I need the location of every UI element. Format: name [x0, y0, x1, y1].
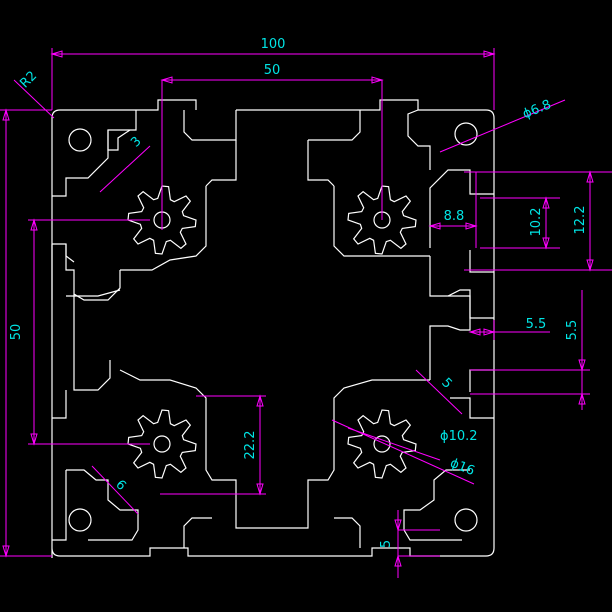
dim-text-100: 100 [261, 37, 286, 52]
dim-radius: R2 [13, 68, 55, 119]
dim-slot-right: 8.8 10.2 12.2 [428, 170, 612, 272]
dim-slot-spacing: 50 [160, 63, 384, 230]
splined-bore-br [347, 409, 417, 479]
dim-overall-height [0, 108, 52, 558]
dim-text-10.2: 10.2 [529, 208, 544, 237]
dim-web-vertical: 5.5 [470, 290, 590, 410]
corner-hole-top-right [454, 122, 478, 146]
dim-core-offset: 22.2 [160, 394, 266, 496]
left-wall [51, 244, 121, 541]
dim-web-horizontal: 5.5 [468, 317, 550, 340]
dim-text-8.8: 8.8 [444, 209, 465, 224]
dim-text-6: 6 [112, 477, 128, 493]
dim-text-12.2: 12.2 [573, 206, 588, 235]
dim-text-5.5-h: 5.5 [526, 317, 547, 332]
dim-text-3: 3 [128, 134, 144, 150]
bore-center-br [373, 435, 391, 453]
corner-hole-bottom-left [68, 508, 92, 532]
central-core [74, 140, 471, 529]
bottom-pocket-right [403, 469, 470, 541]
dim-text-50-top: 50 [264, 63, 281, 78]
dim-hole-dia: ϕ6.8 [439, 97, 566, 153]
dim-text-50-left: 50 [9, 324, 24, 341]
bore-center-bl [153, 435, 171, 453]
dim-text-phi16: ϕ16 [448, 456, 477, 479]
bottom-pocket-left [66, 469, 139, 541]
dim-text-5-angled: 5 [438, 375, 454, 391]
corner-hole-top-left [68, 128, 92, 152]
top-pocket-left [107, 129, 131, 151]
slot-walls-lower [183, 517, 361, 548]
splined-bore-tr [347, 185, 417, 255]
top-pocket-right [407, 109, 431, 170]
corner-hole-bottom-right [454, 508, 478, 532]
dim-text-22.2: 22.2 [243, 431, 258, 460]
dim-overall-width: 100 [50, 37, 496, 110]
dim-text-5-bottom: 5 [379, 540, 394, 548]
dim-text-r2: R2 [17, 68, 40, 91]
dim-left-50: 50 [9, 218, 150, 446]
dim-web-angled: 5 [415, 369, 463, 415]
dimension-layer: 100 50 R2 3 ϕ6.8 50 [0, 37, 612, 578]
dim-wall-6: 6 [91, 465, 139, 515]
dim-text-5.5-v: 5.5 [565, 320, 580, 341]
splined-bores [127, 185, 417, 479]
dim-text-phi10.2: ϕ10.2 [440, 429, 478, 444]
dim-wall-5: 5 [379, 510, 440, 578]
dim-text-phi6.8: ϕ6.8 [521, 97, 554, 122]
